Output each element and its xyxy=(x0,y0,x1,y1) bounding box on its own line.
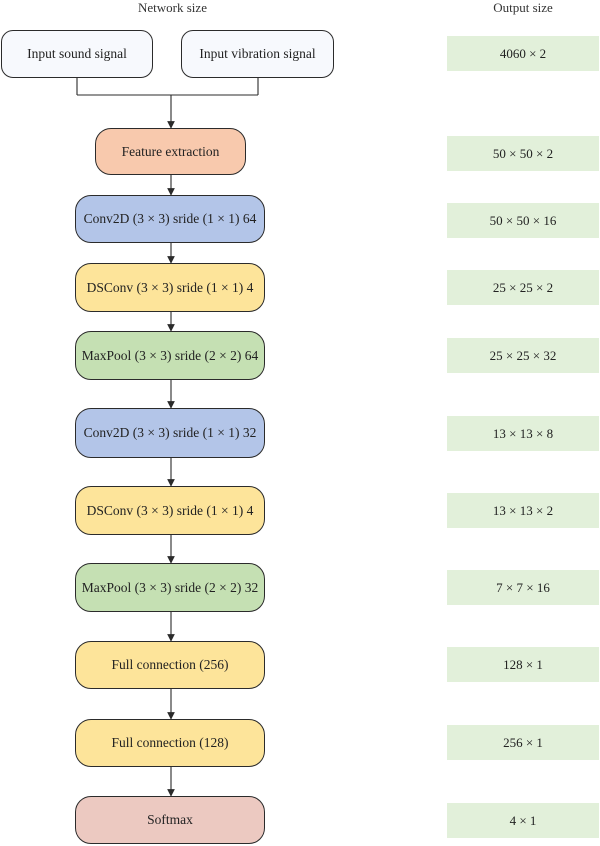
output-size-cell: 4 × 1 xyxy=(447,803,599,838)
layer-node-1: Feature extraction xyxy=(95,128,246,175)
layer-node-5: Conv2D (3 × 3) sride (1 × 1) 32 xyxy=(75,408,265,458)
layer-node-2: Conv2D (3 × 3) sride (1 × 1) 64 xyxy=(75,195,265,243)
output-size-value: 13 × 13 × 2 xyxy=(492,502,554,518)
layer-node-3: DSConv (3 × 3) sride (1 × 1) 4 xyxy=(75,263,265,312)
output-size-cell: 50 × 50 × 16 xyxy=(447,203,599,238)
layer-node-10: Softmax xyxy=(75,796,265,844)
output-size-value: 13 × 13 × 8 xyxy=(492,425,554,441)
output-size-value: 256 × 1 xyxy=(503,734,543,750)
layer-node-2-label: Conv2D (3 × 3) sride (1 × 1) 64 xyxy=(83,211,257,226)
output-size-value: 4060 × 2 xyxy=(499,45,547,61)
layer-node-9-label: Full connection (128) xyxy=(111,735,229,750)
input-node-2: Input vibration signal xyxy=(181,30,334,78)
layer-node-3-label: DSConv (3 × 3) sride (1 × 1) 4 xyxy=(86,279,254,295)
input-node-1: Input sound signal xyxy=(1,30,153,78)
layer-node-9: Full connection (128) xyxy=(75,719,265,767)
output-size-cell: 25 × 25 × 2 xyxy=(447,270,599,305)
output-size-cell: 7 × 7 × 16 xyxy=(447,570,599,605)
layer-node-5-label: Conv2D (3 × 3) sride (1 × 1) 32 xyxy=(83,425,257,440)
network-size-header: Network size xyxy=(138,0,207,15)
output-size-value: 128 × 1 xyxy=(503,656,543,672)
layer-node-7: MaxPool (3 × 3) sride (2 × 2) 32 xyxy=(75,563,265,612)
layer-node-7-label: MaxPool (3 × 3) sride (2 × 2) 32 xyxy=(81,579,259,595)
output-size-cell: 128 × 1 xyxy=(447,647,599,682)
input-node-1-label: Input sound signal xyxy=(27,46,127,61)
output-size-header: Output size xyxy=(493,0,553,15)
layer-node-1-label: Feature extraction xyxy=(121,143,220,159)
layer-node-6: DSConv (3 × 3) sride (1 × 1) 4 xyxy=(75,486,265,535)
output-size-value: 50 × 50 × 16 xyxy=(489,212,557,228)
layer-node-8-label: Full connection (256) xyxy=(111,657,229,672)
layer-node-4: MaxPool (3 × 3) sride (2 × 2) 64 xyxy=(75,331,265,380)
layer-node-4-label: MaxPool (3 × 3) sride (2 × 2) 64 xyxy=(81,347,259,363)
output-size-cell: 50 × 50 × 2 xyxy=(447,136,599,171)
layer-node-6-label: DSConv (3 × 3) sride (1 × 1) 4 xyxy=(86,502,254,518)
output-size-value: 25 × 25 × 2 xyxy=(492,279,554,295)
output-size-cell: 13 × 13 × 8 xyxy=(447,416,599,451)
output-size-cell: 256 × 1 xyxy=(447,725,599,760)
output-size-value: 25 × 25 × 32 xyxy=(489,347,557,363)
output-size-value: 50 × 50 × 2 xyxy=(492,145,554,161)
layer-node-10-label: Softmax xyxy=(147,812,193,827)
input-node-2-label: Input vibration signal xyxy=(199,46,316,61)
output-size-cell: 13 × 13 × 2 xyxy=(447,493,599,528)
output-size-cell: 4060 × 2 xyxy=(447,36,599,71)
output-size-value: 7 × 7 × 16 xyxy=(496,579,550,595)
layer-node-8: Full connection (256) xyxy=(75,641,265,689)
output-size-cell: 25 × 25 × 32 xyxy=(447,338,599,373)
output-size-value: 4 × 1 xyxy=(509,812,537,828)
